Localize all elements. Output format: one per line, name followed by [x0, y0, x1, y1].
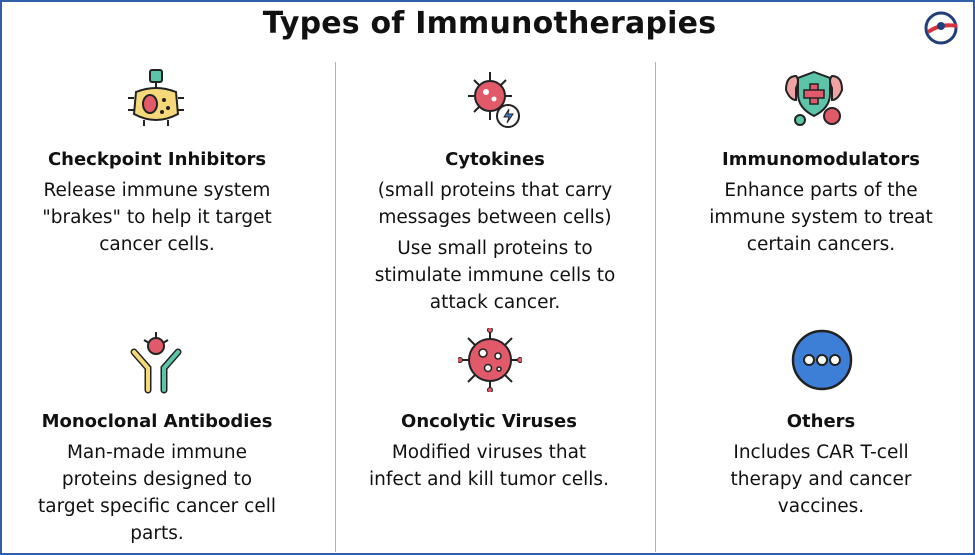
card-heading: Immunomodulators: [722, 149, 920, 170]
description-line: Modified viruses that: [391, 442, 587, 463]
description-line: parts.: [130, 523, 184, 544]
card-oncolytic-viruses: Oncolytic Viruses Modified viruses that …: [334, 410, 644, 493]
description-line: Use small proteins to: [397, 238, 593, 259]
description-line: vaccines.: [777, 496, 865, 517]
brand-logo-icon: [924, 11, 958, 45]
description-line: Enhance parts of the: [724, 180, 918, 201]
description-line: therapy and cancer: [730, 469, 912, 490]
card-description: Use small proteins to stimulate immune c…: [340, 235, 650, 316]
column-divider-right: [655, 62, 656, 552]
card-description: Modified viruses that infect and kill tu…: [334, 439, 644, 493]
description-line: attack cancer.: [429, 292, 561, 313]
card-others: Others Includes CAR T-cell therapy and c…: [666, 410, 975, 520]
virus-icon: [458, 328, 522, 392]
antibody-icon: [130, 332, 182, 394]
description-line: Includes CAR T-cell: [733, 442, 909, 463]
description-line: Man-made immune: [66, 442, 248, 463]
subtitle-line: (small proteins that carry: [377, 180, 613, 201]
card-heading: Others: [786, 411, 856, 432]
description-line: target specific cancer cell: [37, 496, 277, 517]
description-line: stimulate immune cells to: [374, 265, 616, 286]
card-monoclonal-antibodies: Monoclonal Antibodies Man-made immune pr…: [2, 410, 312, 547]
description-line: cancer cells.: [99, 234, 215, 255]
card-immunomodulators: Immunomodulators Enhance parts of the im…: [666, 148, 975, 258]
description-line: infect and kill tumor cells.: [369, 469, 609, 490]
checkpoint-inhibitor-icon: [128, 69, 184, 126]
description-line: Release immune system: [43, 180, 271, 201]
card-description: Enhance parts of the immune system to tr…: [666, 177, 975, 258]
description-line: "brakes" to help it target: [42, 207, 272, 228]
card-subtitle: (small proteins that carry messages betw…: [340, 177, 650, 231]
card-heading: Monoclonal Antibodies: [41, 411, 273, 432]
card-heading: Oncolytic Viruses: [401, 411, 577, 432]
card-heading: Checkpoint Inhibitors: [47, 149, 267, 170]
immunomodulator-shield-icon: [784, 70, 844, 126]
card-description: Includes CAR T-cell therapy and cancer v…: [666, 439, 975, 520]
more-options-icon: [791, 329, 853, 391]
description-line: proteins designed to: [61, 469, 253, 490]
card-checkpoint-inhibitors: Checkpoint Inhibitors Release immune sys…: [2, 148, 312, 258]
card-cytokines: Cytokines (small proteins that carry mes…: [340, 148, 650, 316]
subtitle-line: messages between cells): [378, 207, 612, 228]
page-title: Types of Immunotherapies: [262, 6, 717, 41]
card-heading: Cytokines: [445, 149, 545, 170]
card-description: Man-made immune proteins designed to tar…: [2, 439, 312, 547]
description-line: certain cancers.: [746, 234, 896, 255]
card-description: Release immune system "brakes" to help i…: [2, 177, 312, 258]
description-line: immune system to treat: [709, 207, 933, 228]
column-divider-left: [335, 62, 336, 552]
cytokine-icon: [468, 72, 520, 128]
